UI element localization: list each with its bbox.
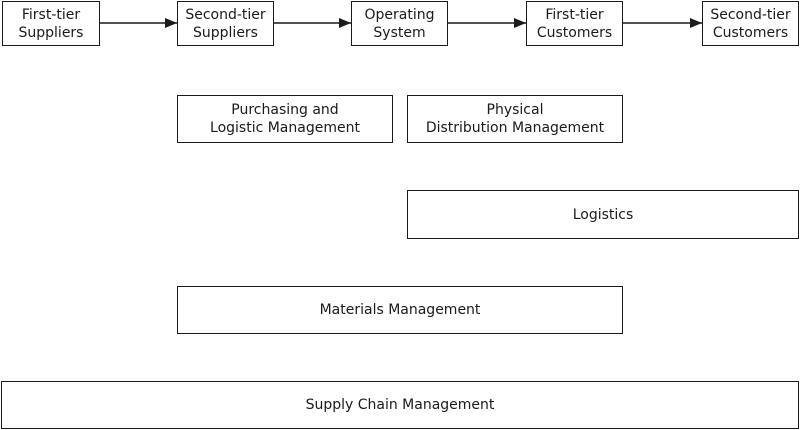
node-label: First-tier Customers: [536, 6, 613, 41]
node-first-tier-suppliers: First-tier Suppliers: [2, 1, 100, 46]
node-label: Second-tier Suppliers: [185, 6, 266, 41]
node-first-tier-customers: First-tier Customers: [526, 1, 623, 46]
scope-materials-management: Materials Management: [177, 286, 623, 334]
scope-label: Logistics: [572, 206, 634, 223]
node-second-tier-customers: Second-tier Customers: [702, 1, 799, 46]
scope-logistics: Logistics: [407, 190, 799, 239]
scope-label: Supply Chain Management: [305, 397, 495, 413]
node-second-tier-suppliers: Second-tier Suppliers: [177, 1, 274, 46]
scope-label: Physical Distribution Management: [425, 102, 605, 136]
node-label: First-tier Suppliers: [18, 6, 84, 41]
scope-label: Purchasing and Logistic Management: [210, 102, 360, 136]
node-label: Second-tier Customers: [710, 6, 791, 41]
scope-purchasing-and-logistic-management: Purchasing and Logistic Management: [177, 95, 393, 143]
scope-label: Materials Management: [319, 302, 481, 318]
scope-physical-distribution-management: Physical Distribution Management: [407, 95, 623, 143]
scope-supply-chain-management: Supply Chain Management: [1, 381, 799, 429]
node-label: Operating System: [364, 6, 435, 41]
node-operating-system: Operating System: [351, 1, 448, 46]
